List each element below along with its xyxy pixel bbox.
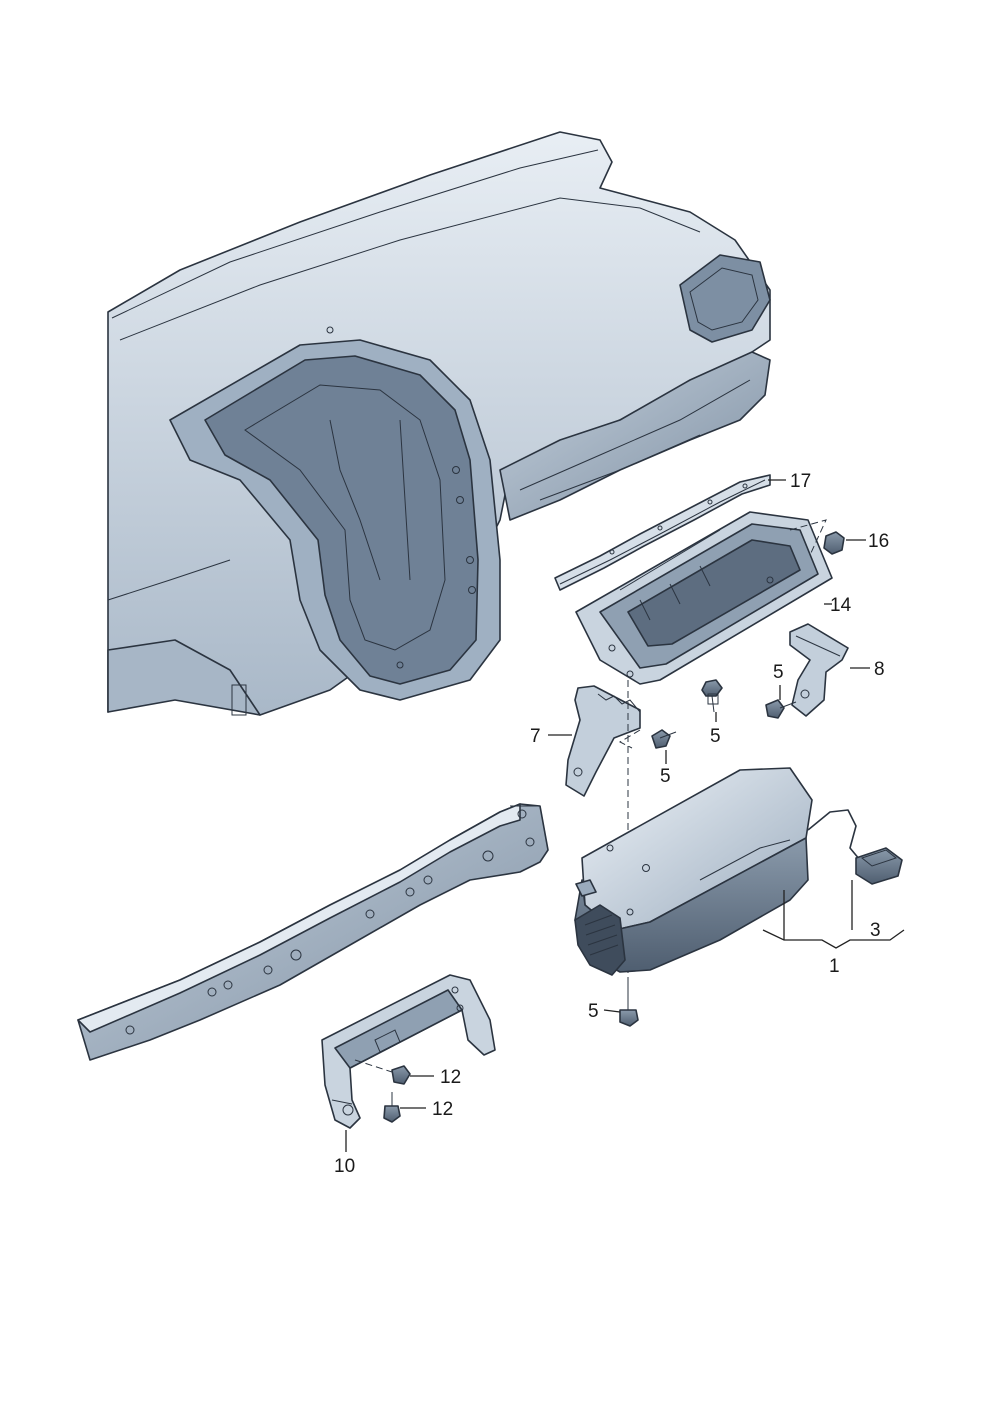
callout-5-bottom: 5	[588, 1001, 599, 1022]
part-17-mounting-strip	[554, 474, 771, 591]
callout-8: 8	[874, 659, 885, 680]
bolt-5-center	[701, 679, 723, 713]
callout-12-upper: 12	[440, 1067, 461, 1088]
bolt-12-upper	[354, 1059, 411, 1085]
callout-10: 10	[334, 1156, 355, 1177]
callout-17: 17	[790, 471, 811, 492]
bolt-12-lower	[383, 1092, 401, 1123]
callout-5-left: 5	[660, 766, 671, 787]
callout-14: 14	[830, 595, 852, 616]
callout-12-lower: 12	[432, 1099, 453, 1120]
bolt-5-bottom	[619, 978, 639, 1027]
callout-7: 7	[530, 726, 541, 747]
part-10-lower-bracket	[321, 974, 496, 1129]
part-3-connector-cable	[807, 809, 903, 885]
part-7-left-bracket	[565, 685, 641, 797]
callout-5-right: 5	[773, 662, 784, 683]
callout-3: 3	[870, 920, 881, 941]
dashboard-panel	[107, 131, 771, 716]
cross-member-beam	[77, 803, 549, 1061]
callout-labels: 17 16 14 8 5 5 7 5 3 1 5 12 12 10	[334, 471, 889, 1177]
callout-5-center: 5	[710, 726, 721, 747]
part-14-airbag-housing	[575, 511, 833, 685]
callout-16: 16	[868, 531, 889, 552]
bolt-5-left	[651, 729, 677, 749]
part-8-right-bracket	[789, 623, 849, 717]
part-1-airbag-module	[574, 767, 813, 976]
callout-1: 1	[829, 956, 840, 977]
bolt-5-right	[765, 699, 797, 719]
part-16-nut	[789, 519, 845, 556]
leader-lines	[345, 479, 905, 1152]
